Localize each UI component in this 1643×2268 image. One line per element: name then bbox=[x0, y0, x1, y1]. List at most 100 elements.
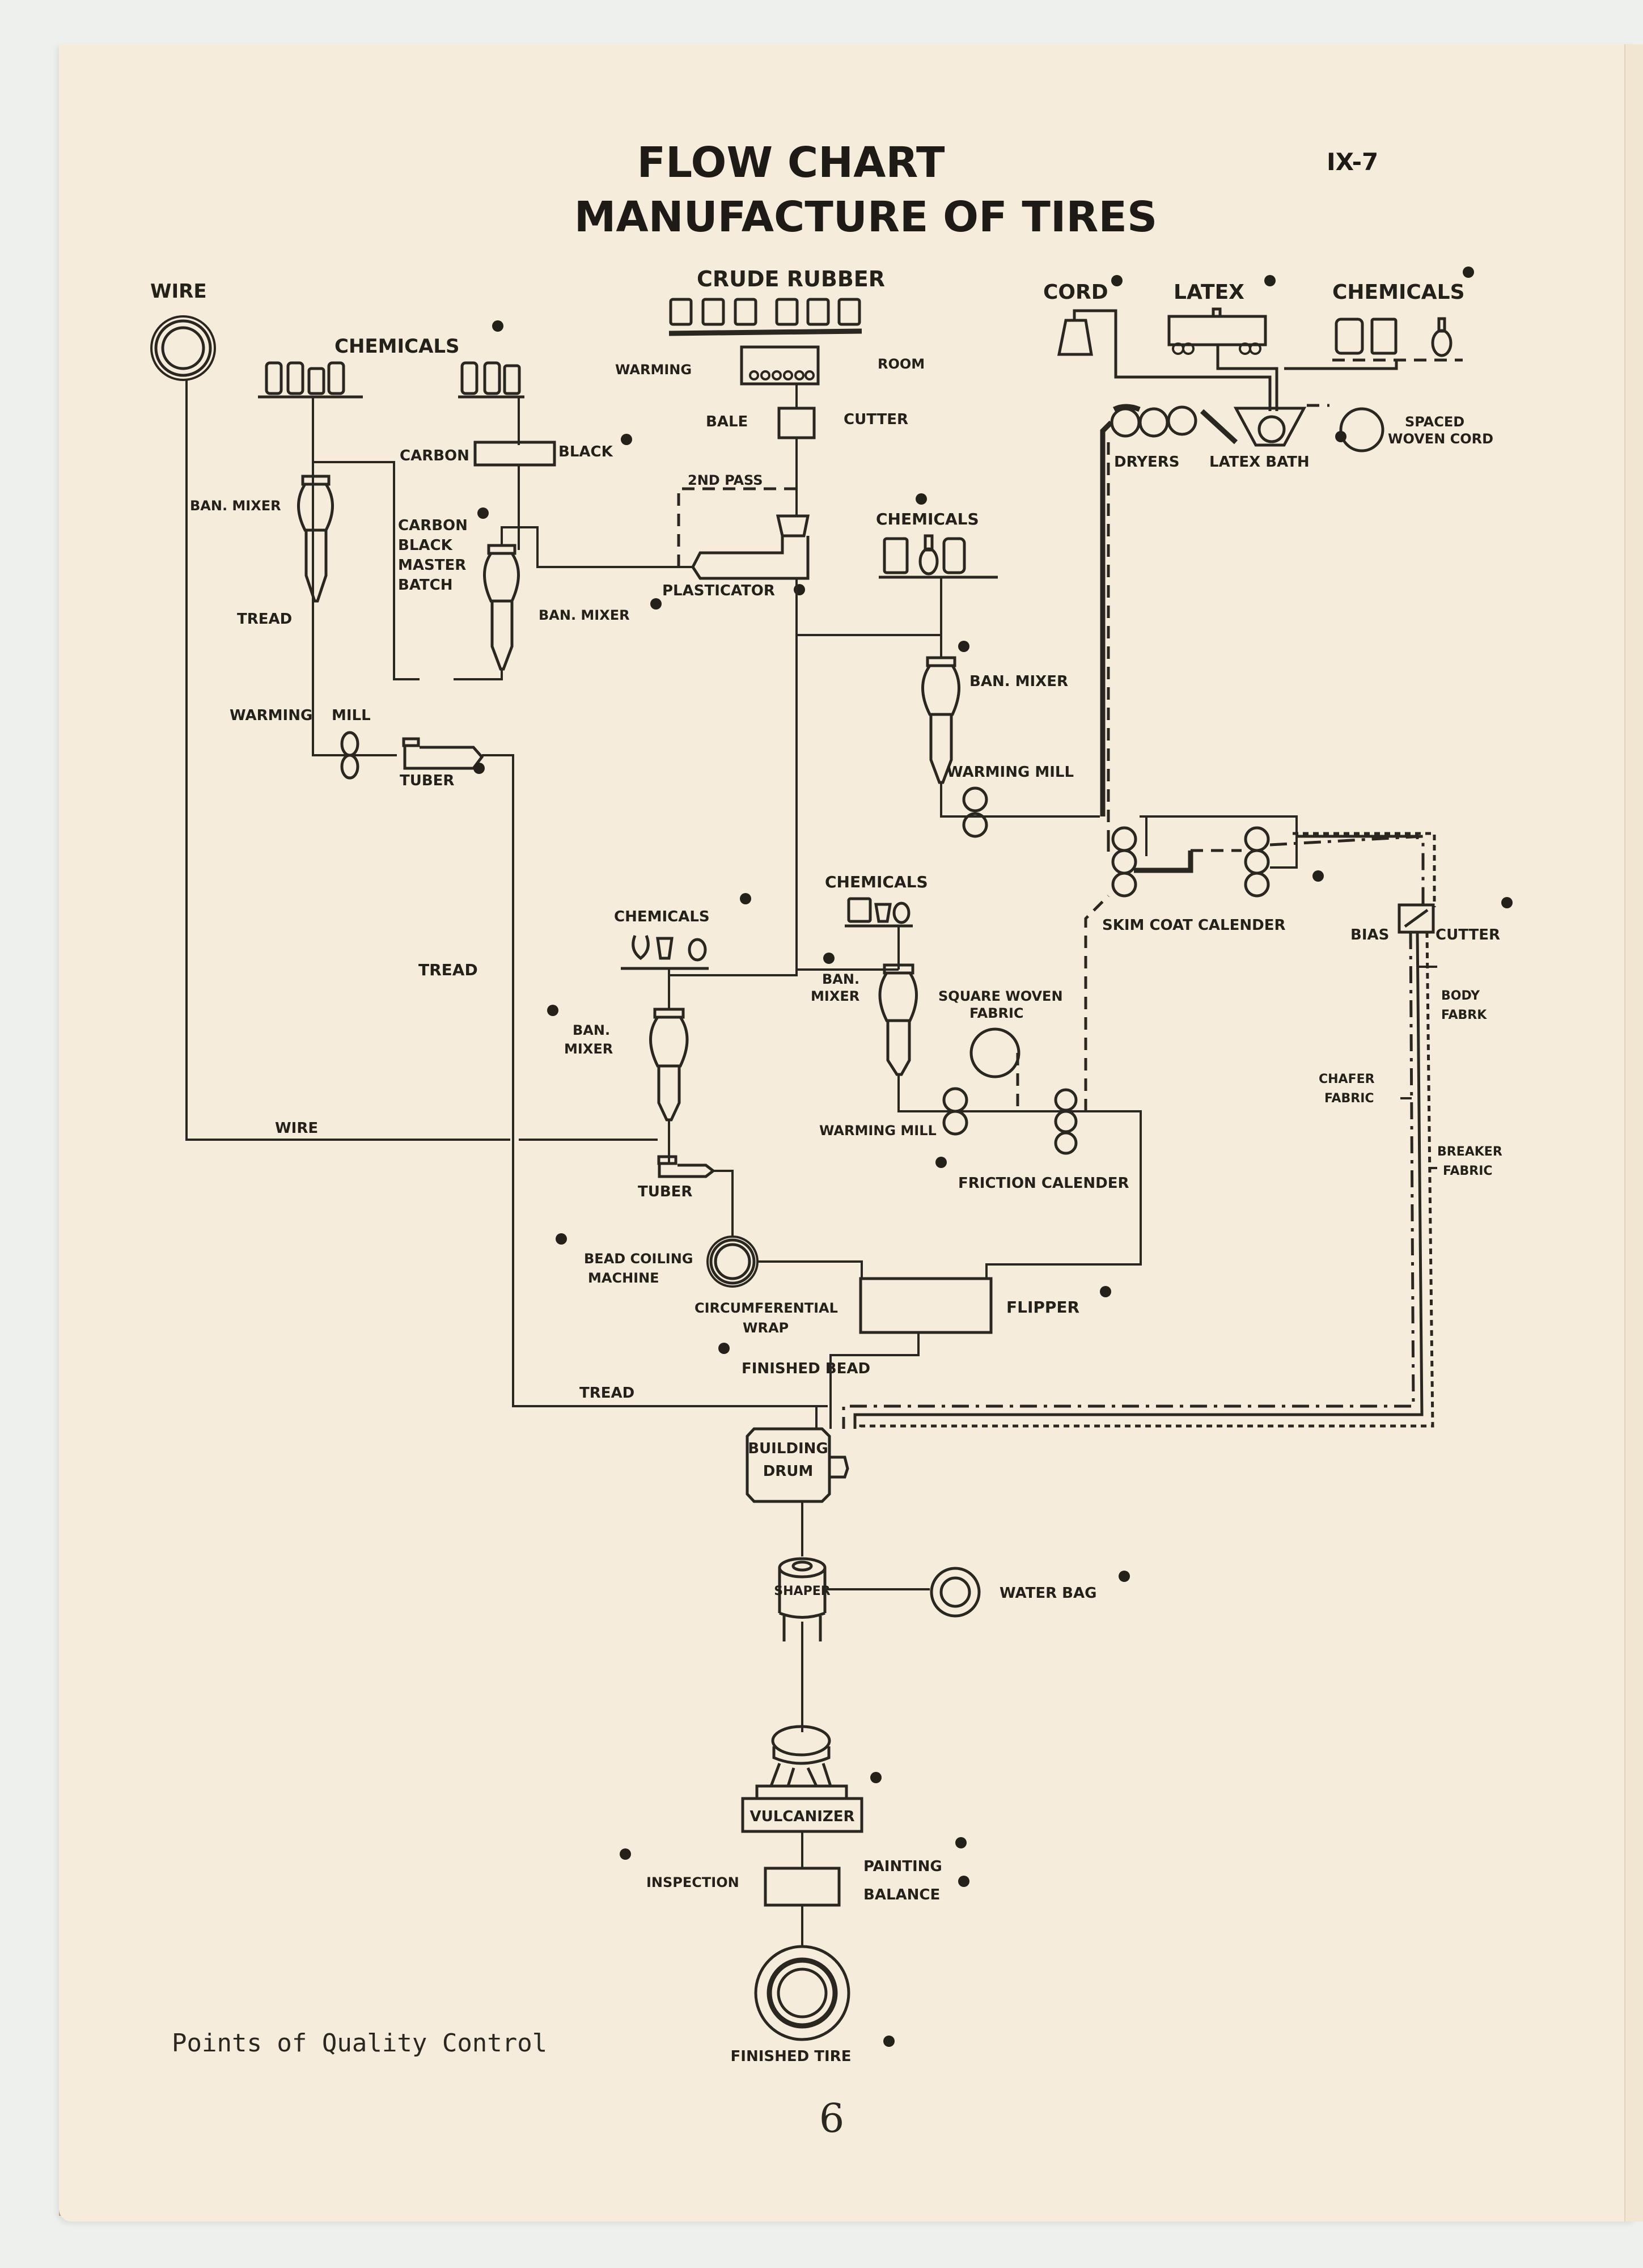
label-chemicals-left: CHEMICALS bbox=[334, 335, 460, 358]
label-water-bag: WATER BAG bbox=[1000, 1585, 1096, 1602]
skim-coat-calender-rolls-icon bbox=[1111, 826, 1270, 898]
label-bead-coiling-1: BEAD COILING bbox=[584, 1251, 693, 1267]
bias-cutter-box bbox=[1398, 903, 1435, 934]
label-cord: CORD bbox=[1043, 281, 1108, 304]
bead-process-box bbox=[859, 1277, 993, 1334]
label-breaker-2: FABRIC bbox=[1443, 1164, 1493, 1178]
label-tuber-2: TUBER bbox=[638, 1183, 692, 1200]
finished-tire-icon bbox=[754, 1945, 850, 2041]
label-chemicals-lower-left: CHEMICALS bbox=[614, 908, 710, 925]
carbon-black-box bbox=[473, 441, 556, 467]
label-flipper: FLIPPER bbox=[1006, 1298, 1079, 1317]
latex-bath-icon bbox=[1200, 407, 1307, 447]
label-building-drum-1: BUILDING bbox=[748, 1440, 828, 1457]
label-cbmb-3: MASTER bbox=[398, 557, 466, 574]
label-vulcanizer: VULCANIZER bbox=[749, 1808, 854, 1825]
friction-calender-rolls-icon bbox=[1054, 1088, 1078, 1155]
label-chemicals-right: CHEMICALS bbox=[1332, 281, 1465, 304]
cord-spool-icon bbox=[1057, 319, 1093, 356]
label-latex-bath: LATEX BATH bbox=[1209, 454, 1310, 471]
label-ban-mixer-1: BAN. MIXER bbox=[190, 498, 281, 514]
rubber-bales-icon bbox=[668, 298, 862, 336]
body-fabric-line bbox=[853, 932, 1424, 1429]
label-wire-top: WIRE bbox=[150, 280, 207, 303]
label-warming-mill-3: WARMING MILL bbox=[819, 1123, 937, 1139]
label-warming-mill-2: WARMING MILL bbox=[947, 764, 1074, 781]
square-woven-fabric-roll-icon bbox=[969, 1027, 1020, 1078]
label-room: ROOM bbox=[878, 356, 925, 372]
wire-line bbox=[185, 379, 510, 1141]
label-tuber-1: TUBER bbox=[400, 772, 454, 789]
label-plasticator: PLASTICATOR bbox=[662, 582, 775, 599]
tuber-icon bbox=[657, 1155, 716, 1178]
bale-cutter-box bbox=[777, 407, 816, 439]
label-chafer-1: CHAFER bbox=[1319, 1072, 1375, 1086]
label-square-woven-1: SQUARE WOVEN bbox=[938, 988, 1063, 1004]
banbury-mixer-icon bbox=[297, 475, 334, 603]
label-circumferential-2: WRAP bbox=[743, 1320, 789, 1336]
label-chemicals-mid: CHEMICALS bbox=[876, 510, 979, 528]
bead-coiling-machine-icon bbox=[706, 1235, 759, 1288]
label-dryers: DRYERS bbox=[1114, 454, 1180, 471]
chemical-jars-icon bbox=[1332, 317, 1463, 362]
warming-mill-rolls-icon bbox=[962, 786, 988, 838]
section-code: IX-7 bbox=[1327, 148, 1378, 176]
label-warming: WARMING bbox=[615, 362, 692, 378]
label-body-fabric-2: FABRK bbox=[1441, 1008, 1487, 1022]
chafer-fabric-line bbox=[842, 932, 1415, 1429]
label-latex: LATEX bbox=[1174, 281, 1244, 304]
label-ban-mixer-5b: MIXER bbox=[811, 988, 859, 1004]
banbury-mixer-icon bbox=[483, 544, 520, 671]
plasticator-icon bbox=[691, 514, 810, 580]
label-tread-2: TREAD bbox=[418, 960, 478, 979]
label-cbmb-4: BATCH bbox=[398, 577, 453, 594]
label-shaper: SHAPER bbox=[774, 1584, 830, 1598]
quality-control-dot bbox=[492, 320, 503, 332]
label-second-pass: 2ND PASS bbox=[688, 472, 763, 488]
label-tread-3: TREAD bbox=[579, 1385, 634, 1402]
label-friction-calender: FRICTION CALENDER bbox=[958, 1175, 1129, 1192]
label-crude-rubber: CRUDE RUBBER bbox=[697, 266, 885, 291]
label-square-woven-2: FABRIC bbox=[969, 1005, 1024, 1021]
banbury-mixer-icon bbox=[878, 963, 918, 1076]
dryers-icon bbox=[1110, 404, 1197, 438]
title-line-2: MANUFACTURE OF TIRES bbox=[574, 193, 1157, 242]
label-bias: BIAS bbox=[1350, 926, 1389, 943]
label-inspection: INSPECTION bbox=[646, 1875, 739, 1890]
label-breaker-1: BREAKER bbox=[1437, 1145, 1502, 1159]
label-spaced-woven-cord-1: SPACED bbox=[1405, 414, 1464, 430]
breaker-fabric-line bbox=[859, 932, 1434, 1429]
label-ban-mixer-4a: BAN. bbox=[573, 1022, 610, 1038]
page-number: 6 bbox=[819, 2095, 845, 2142]
label-tread-1: TREAD bbox=[237, 611, 292, 628]
chemical-jars-icon bbox=[879, 534, 998, 579]
inspection-box bbox=[764, 1867, 841, 1907]
label-cutter: CUTTER bbox=[844, 411, 908, 428]
warming-mill-rolls-icon bbox=[942, 1087, 968, 1136]
chemical-jars-icon bbox=[258, 361, 524, 399]
label-cbmb-2: BLACK bbox=[398, 537, 453, 554]
label-painting-1: PAINTING bbox=[863, 1858, 942, 1875]
label-body-fabric-1: BODY bbox=[1441, 989, 1480, 1003]
wire-coil-icon bbox=[150, 315, 216, 381]
water-bag-icon bbox=[930, 1567, 981, 1618]
page-fold bbox=[1624, 44, 1643, 2222]
label-painting-2: BALANCE bbox=[863, 1886, 940, 1903]
label-black: BLACK bbox=[558, 443, 613, 460]
label-ban-mixer-5a: BAN. bbox=[822, 971, 859, 987]
label-ban-mixer-4b: MIXER bbox=[564, 1041, 613, 1057]
label-wire-mid: WIRE bbox=[275, 1120, 318, 1137]
footer-note-quality-control: Points of Quality Control bbox=[172, 2029, 547, 2058]
label-chafer-2: FABRIC bbox=[1324, 1091, 1374, 1106]
label-finished-bead: FINISHED BEAD bbox=[742, 1360, 870, 1377]
building-drum-icon bbox=[746, 1427, 849, 1503]
label-ban-mixer-2: BAN. MIXER bbox=[539, 607, 630, 623]
label-chemicals-lower: CHEMICALS bbox=[825, 873, 928, 891]
tuber-icon bbox=[402, 737, 484, 770]
chemical-jars-icon bbox=[845, 897, 913, 928]
banbury-mixer-icon bbox=[649, 1008, 689, 1122]
label-finished-tire: FINISHED TIRE bbox=[731, 2048, 852, 2065]
title-line-1: FLOW CHART bbox=[637, 138, 945, 187]
warming-mill-rolls-icon bbox=[340, 731, 359, 780]
